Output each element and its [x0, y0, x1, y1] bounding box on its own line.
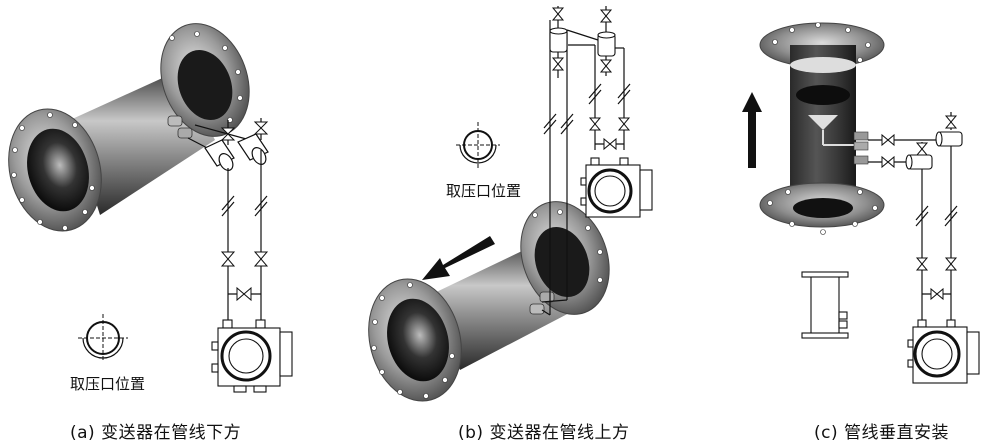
- condensate-pot-left: [204, 139, 235, 171]
- flow-direction-arrow: [742, 92, 762, 168]
- condensate-pots: [905, 131, 963, 170]
- tap-location-symbol: [78, 314, 128, 362]
- impulse-lines: [187, 118, 269, 330]
- panel-a: 取压口位置 (a) 变送器在管线下方: [0, 0, 330, 447]
- panel-b: 取压口位置 (b) 变送器在管线上方: [330, 0, 710, 447]
- flowmeter-pipe: [368, 201, 610, 402]
- dp-transmitter: [211, 319, 293, 393]
- panel-a-drawing: [8, 23, 293, 393]
- condensate-pots: [549, 27, 616, 57]
- flowmeter-pipe-vertical: [759, 22, 885, 235]
- impulse-lines: [868, 112, 958, 320]
- caption-c: (c) 管线垂直安装: [814, 423, 950, 443]
- dp-transmitter: [580, 157, 653, 218]
- panel-b-drawing: [368, 6, 653, 402]
- valves: [881, 115, 958, 301]
- vertical-pipe-schematic: [801, 271, 849, 339]
- flowmeter-pipe: [8, 23, 250, 232]
- tap-location-label: 取压口位置: [446, 182, 522, 200]
- condensate-pot-right: [237, 133, 269, 165]
- tap-location-symbol: [456, 122, 500, 168]
- caption-a: (a) 变送器在管线下方: [70, 423, 242, 443]
- panel-c-drawing: [742, 22, 980, 384]
- valves: [220, 121, 269, 302]
- tap-location-label: 取压口位置: [70, 375, 146, 393]
- panel-c: (c) 管线垂直安装: [730, 0, 988, 447]
- valves: [551, 7, 631, 151]
- flow-direction-arrow: [422, 236, 495, 280]
- dp-transmitter: [907, 319, 980, 384]
- caption-b: (b) 变送器在管线上方: [458, 423, 630, 443]
